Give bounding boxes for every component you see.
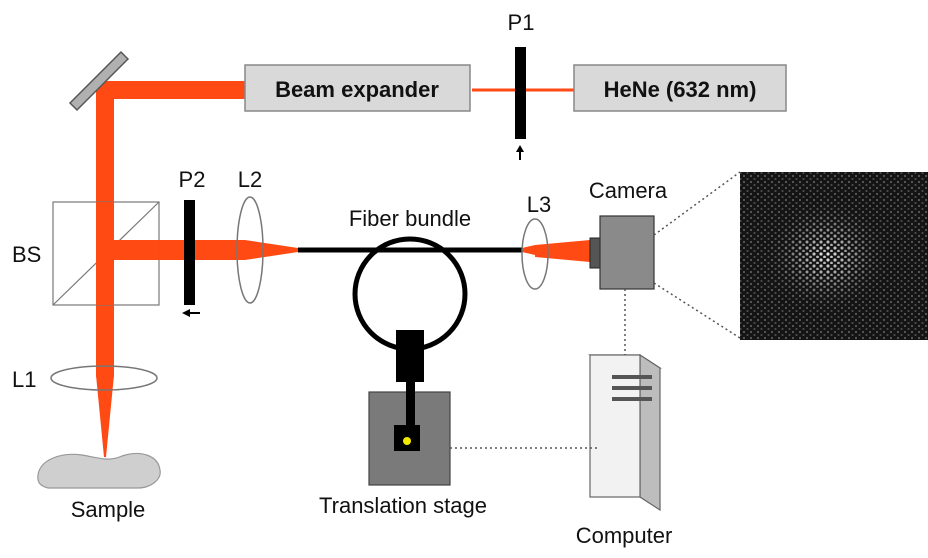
- polarizer-p2: [184, 200, 195, 305]
- beam-reflected-bs: [105, 240, 159, 260]
- camera: [589, 215, 655, 290]
- sample-label: Sample: [71, 497, 146, 522]
- beam-out-fiber: [522, 245, 535, 255]
- expanded-beam-horizontal: [103, 81, 248, 99]
- speckle-image: [740, 172, 928, 340]
- beam-to-camera: [535, 240, 590, 262]
- beam-expander-label: Beam expander: [275, 77, 439, 102]
- lens-l1: [50, 365, 158, 391]
- camera-label: Camera: [589, 178, 668, 203]
- focused-beam-sample: [96, 375, 114, 457]
- hene-laser-box: [573, 64, 787, 112]
- zoom-line-bottom: [653, 282, 741, 339]
- mirror: [68, 50, 130, 112]
- l2-label: L2: [238, 167, 262, 192]
- hene-label: HeNe (632 nm): [604, 77, 757, 102]
- l1-label: L1: [12, 367, 36, 392]
- polarizer-p1: [515, 47, 526, 139]
- computer: [587, 353, 663, 512]
- p2-label: P2: [179, 167, 206, 192]
- l3-label: L3: [527, 192, 551, 217]
- fiber-bundle-label: Fiber bundle: [349, 206, 471, 231]
- beam-into-fiber: [245, 240, 298, 260]
- p1-label: P1: [508, 10, 535, 35]
- p1-arrow-icon: [516, 145, 524, 160]
- bs-label: BS: [12, 242, 41, 267]
- sample: [37, 452, 161, 489]
- beam-expander-box: [244, 64, 471, 112]
- lens-l2: [236, 196, 264, 304]
- computer-label: Computer: [576, 523, 673, 548]
- translation-stage-label: Translation stage: [319, 493, 487, 518]
- p2-arrow-icon: [182, 309, 200, 317]
- translation-stage: [368, 330, 451, 486]
- lens-l3: [521, 218, 549, 290]
